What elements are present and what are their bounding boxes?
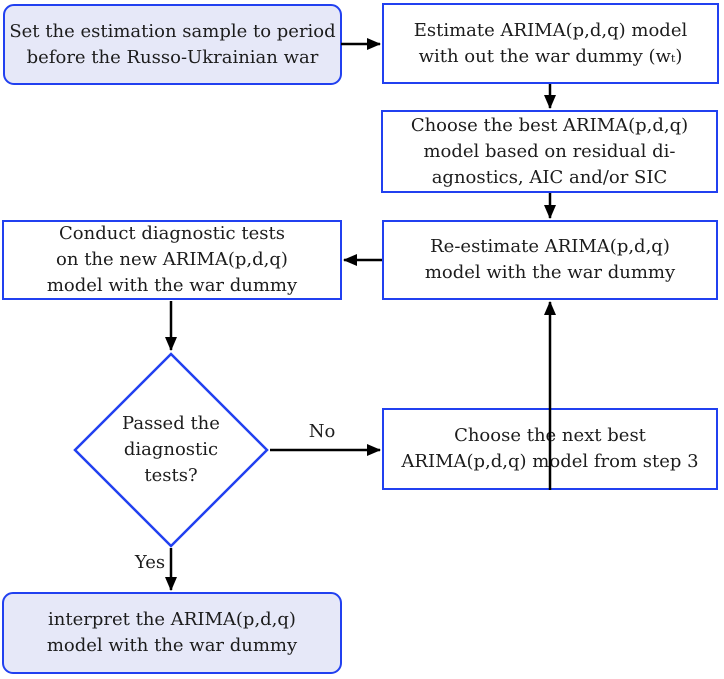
edge-label-yes: Yes xyxy=(134,552,166,573)
node-reestimate-arima: Re-estimate ARIMA(p,d,q) model with the … xyxy=(382,220,718,300)
node-reestimate-arima-label: Re-estimate ARIMA(p,d,q) model with the … xyxy=(424,236,676,283)
node-conduct-diagnostic-tests: Conduct diagnostic tests on the new ARIM… xyxy=(2,220,342,300)
node-interpret-arima: interpret the ARIMA(p,d,q) model with th… xyxy=(2,592,342,674)
node-choose-next-best-arima: Choose the next best ARIMA(p,d,q) model … xyxy=(382,408,718,490)
node-choose-best-arima: Choose the best ARIMA(p,d,q) model based… xyxy=(381,110,718,193)
node-estimate-arima-label: Estimate ARIMA(p,d,q) model with out the… xyxy=(413,19,688,67)
node-choose-best-arima-label: Choose the best ARIMA(p,d,q) model based… xyxy=(410,114,689,188)
node-set-estimation-sample-label: Set the estimation sample to period befo… xyxy=(9,20,336,68)
edge-label-no: No xyxy=(308,421,336,442)
node-passed-decision-label: Passed the diagnostic tests? xyxy=(122,413,220,486)
node-choose-next-best-arima-label: Choose the next best ARIMA(p,d,q) model … xyxy=(401,425,699,472)
node-interpret-arima-label: interpret the ARIMA(p,d,q) model with th… xyxy=(46,609,298,656)
node-set-estimation-sample: Set the estimation sample to period befo… xyxy=(3,4,342,85)
node-estimate-arima: Estimate ARIMA(p,d,q) model with out the… xyxy=(382,3,719,84)
decision-diamond-shape xyxy=(73,352,269,548)
node-conduct-diagnostic-tests-label: Conduct diagnostic tests on the new ARIM… xyxy=(46,223,298,296)
node-passed-decision: Passed the diagnostic tests? xyxy=(73,352,269,548)
